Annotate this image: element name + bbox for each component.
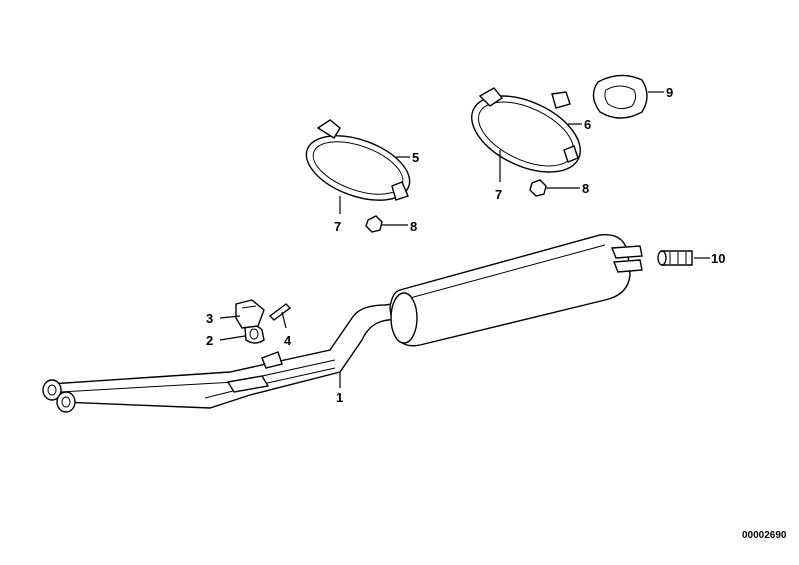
label-part-7b: 7 — [495, 187, 502, 202]
label-part-1: 1 — [336, 390, 343, 405]
diagram-code: 00002690 — [742, 530, 787, 541]
label-part-9: 9 — [666, 85, 673, 100]
sleeve-part[interactable] — [657, 250, 693, 266]
label-part-7a: 7 — [334, 219, 341, 234]
label-part-2: 2 — [206, 333, 213, 348]
bracket-part[interactable] — [235, 299, 265, 329]
clamp-5-part[interactable] — [298, 119, 419, 213]
label-part-3: 3 — [206, 311, 213, 326]
nut-8-part-2[interactable] — [529, 179, 547, 197]
label-part-10: 10 — [711, 251, 725, 266]
label-part-5: 5 — [412, 150, 419, 165]
label-part-8b: 8 — [582, 181, 589, 196]
bolt-part[interactable] — [268, 303, 292, 321]
label-part-8a: 8 — [410, 219, 417, 234]
nut-8-part[interactable] — [365, 215, 383, 233]
rubber-mount-part[interactable] — [244, 324, 265, 344]
gasket-part[interactable] — [592, 74, 648, 119]
clamp-6-part[interactable] — [460, 80, 592, 187]
leader-lines — [219, 91, 710, 388]
muffler-part[interactable] — [389, 233, 643, 347]
label-part-4: 4 — [284, 333, 292, 348]
label-part-6: 6 — [584, 117, 591, 132]
front-pipe-part[interactable] — [42, 302, 406, 413]
